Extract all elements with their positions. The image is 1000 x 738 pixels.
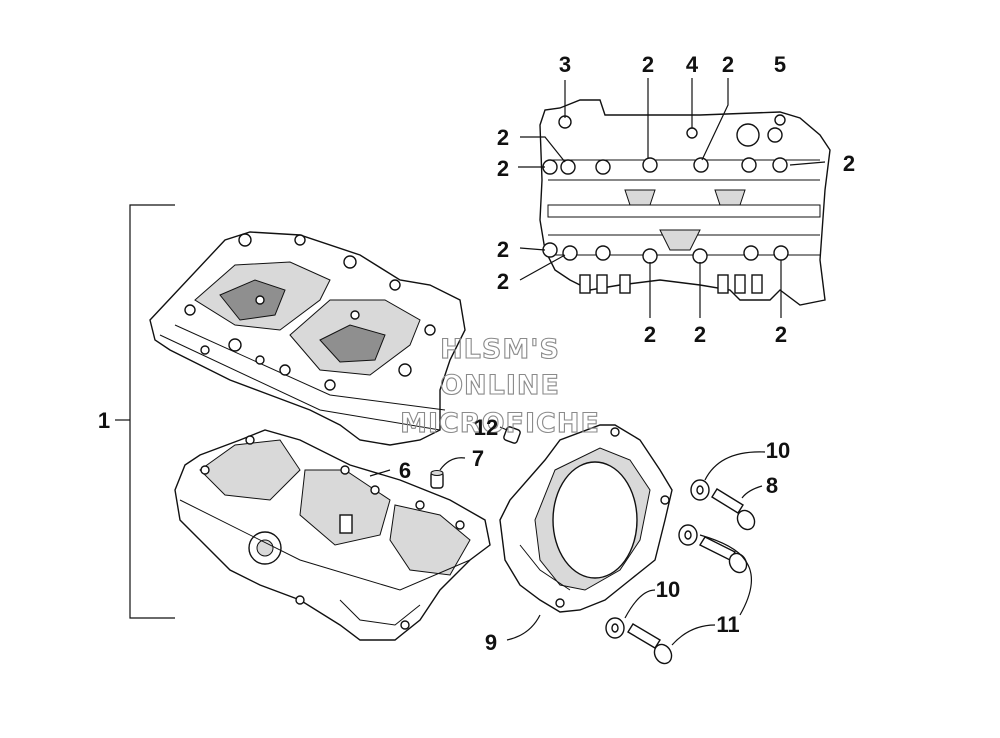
callout-1: 1	[98, 408, 110, 433]
callout-6: 6	[399, 458, 411, 483]
bolt-part-11-upper[interactable]	[698, 536, 750, 576]
callout-11: 11	[716, 612, 739, 637]
callout-2-left-c: 2	[497, 237, 509, 262]
callout-2-left-b: 2	[497, 156, 509, 181]
upper-crankcase-half[interactable]	[149, 231, 466, 446]
washer-part-10-lower[interactable]	[605, 617, 625, 639]
upper-case-bolt-holes	[184, 233, 436, 391]
magneto-housing-part-9[interactable]	[499, 424, 673, 613]
watermark-line-2: ONLINE	[440, 370, 560, 401]
top-view-studs	[579, 274, 763, 294]
callout-8: 8	[766, 473, 778, 498]
callout-5: 5	[774, 52, 786, 77]
callout-12: 12	[474, 415, 498, 440]
callout-labels: 1 3 2 4 2 5 2 2 2 2 2 2 2 2 12 7 6 10 8 …	[98, 52, 855, 655]
callout-2-right: 2	[843, 151, 855, 176]
dowel-pin-part-7[interactable]	[430, 470, 444, 489]
bolt-part-11-lower[interactable]	[627, 623, 675, 667]
callout-7: 7	[472, 446, 484, 471]
lower-crankcase-half[interactable]	[174, 429, 491, 641]
lower-case-bolt-holes	[200, 435, 465, 630]
bolt-part-8[interactable]	[711, 488, 758, 533]
callout-4: 4	[686, 52, 699, 77]
top-view-bolt-holes	[542, 114, 789, 264]
callout-2-left-d: 2	[497, 269, 509, 294]
callout-2-top-a: 2	[642, 52, 654, 77]
callout-9: 9	[485, 630, 497, 655]
washer-part-10-upper[interactable]	[690, 479, 710, 501]
callout-10-lower: 10	[656, 577, 680, 602]
callout-2-top-b: 2	[722, 52, 734, 77]
callout-10-upper: 10	[766, 438, 790, 463]
watermark-line-3: MICROFICHE	[400, 408, 600, 439]
watermark-line-1: HLSM'S	[440, 334, 560, 365]
callout-2-bottom-b: 2	[694, 322, 706, 347]
crankcase-top-view[interactable]	[539, 99, 831, 306]
dowel-pin-part-12[interactable]	[503, 426, 521, 444]
watermark: HLSM'S ONLINE MICROFICHE	[400, 333, 600, 439]
callout-2-left-a: 2	[497, 125, 509, 150]
callout-3: 3	[559, 52, 571, 77]
callout-2-bottom-c: 2	[775, 322, 787, 347]
washer-part-10-middle[interactable]	[678, 524, 698, 546]
callout-2-bottom-a: 2	[644, 322, 656, 347]
leader-lines	[115, 78, 826, 646]
